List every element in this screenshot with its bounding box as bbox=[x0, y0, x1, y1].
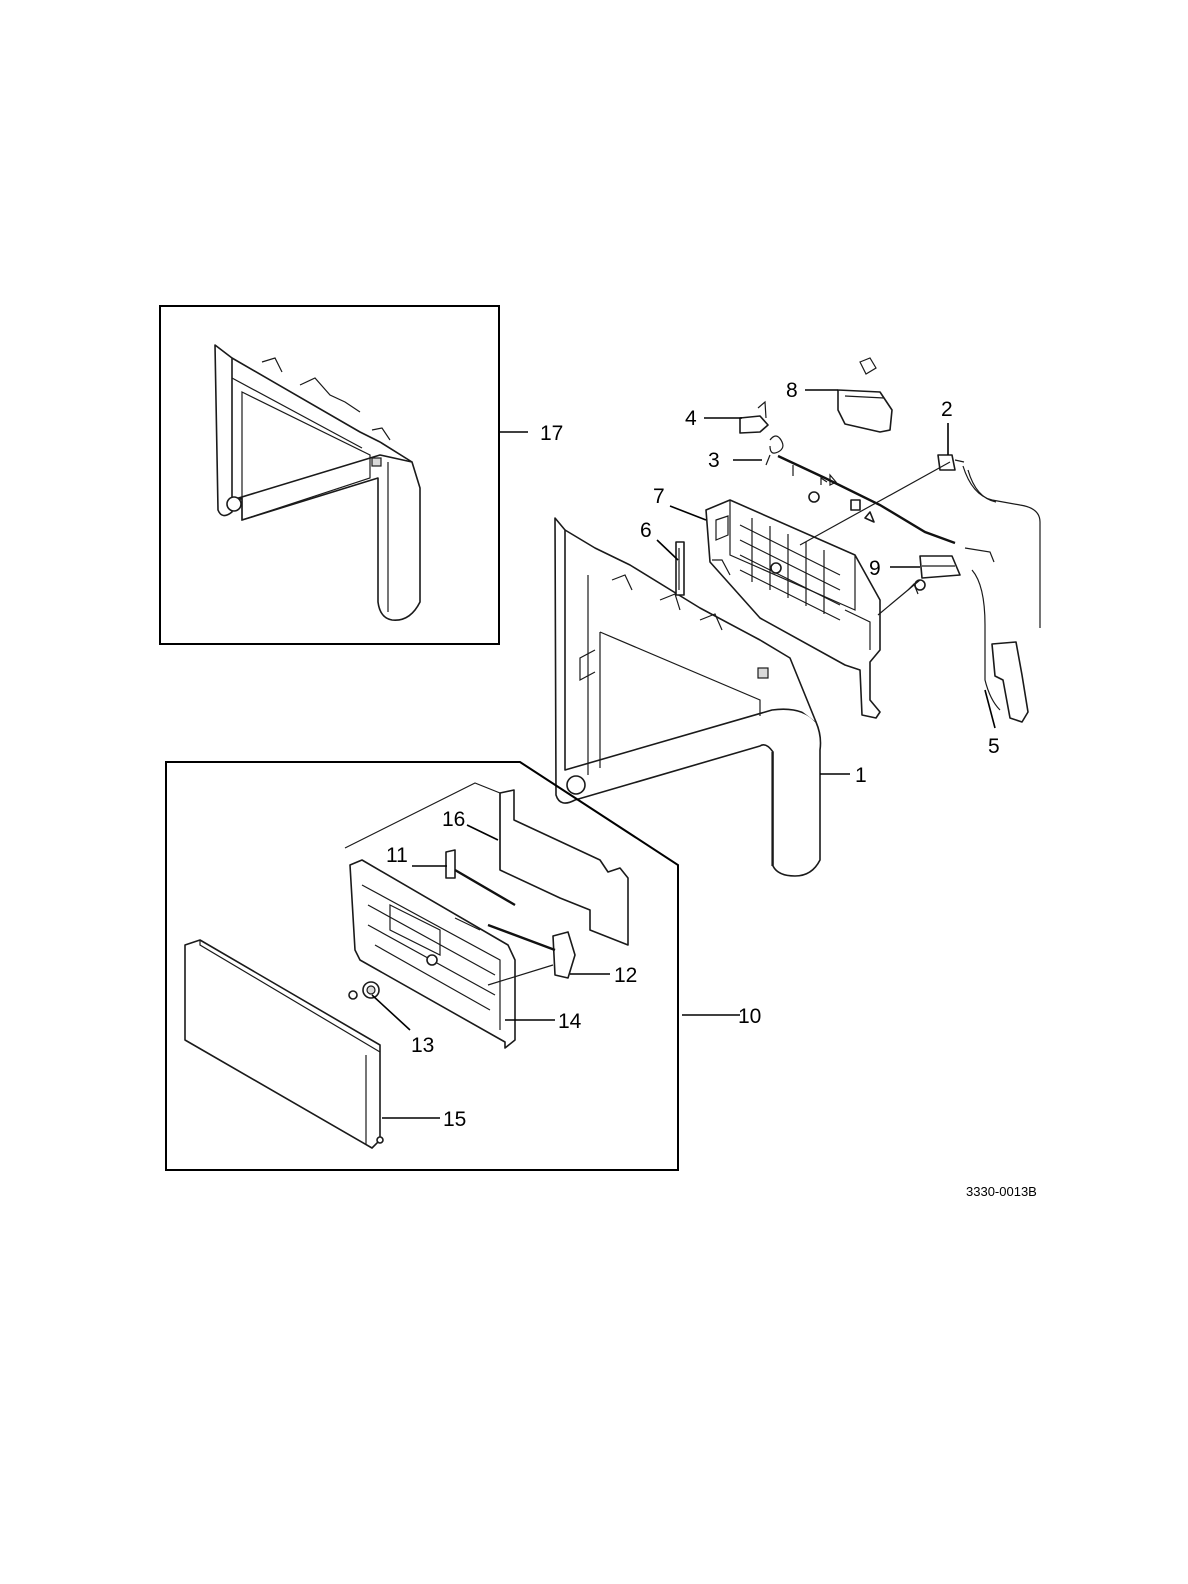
callout-13: 13 bbox=[411, 1034, 434, 1057]
guide-line-3 bbox=[345, 783, 500, 848]
part-5-harness bbox=[963, 466, 1040, 722]
callout-1: 1 bbox=[855, 764, 867, 787]
callout-8: 8 bbox=[786, 379, 798, 402]
part-3-spring bbox=[766, 436, 783, 465]
callout-7: 7 bbox=[653, 485, 665, 508]
callout-12: 12 bbox=[614, 964, 637, 987]
part-4-pivot bbox=[740, 402, 768, 433]
front-cover-assembly-inset bbox=[215, 345, 420, 620]
callout-9: 9 bbox=[869, 557, 881, 580]
part-15-outer-panel bbox=[185, 940, 383, 1148]
part-6-strip bbox=[676, 542, 684, 595]
callout-5: 5 bbox=[988, 735, 1000, 758]
callout-14: 14 bbox=[558, 1010, 582, 1033]
callout-17: 17 bbox=[540, 422, 563, 445]
callout-11: 11 bbox=[386, 844, 408, 867]
part-9-actuator bbox=[920, 556, 960, 578]
callout-2: 2 bbox=[941, 398, 953, 421]
part-14-inner-frame bbox=[350, 860, 515, 1048]
callout-4: 4 bbox=[685, 407, 697, 430]
long-rod bbox=[778, 456, 955, 543]
callout-10: 10 bbox=[738, 1005, 761, 1028]
guide-line-2 bbox=[878, 580, 920, 615]
callout-6: 6 bbox=[640, 519, 652, 542]
part-16-plate bbox=[500, 790, 628, 945]
part-8-block bbox=[838, 358, 892, 432]
callout-15: 15 bbox=[443, 1108, 466, 1131]
callout-3: 3 bbox=[708, 449, 720, 472]
part-2-switch bbox=[938, 455, 964, 470]
callout-16: 16 bbox=[442, 808, 465, 831]
document-id: 3330-0013B bbox=[966, 1184, 1037, 1199]
